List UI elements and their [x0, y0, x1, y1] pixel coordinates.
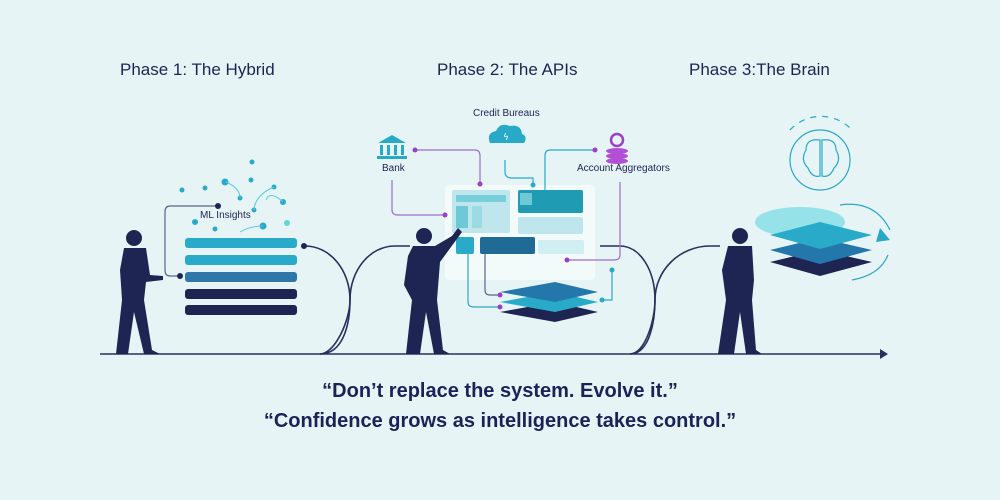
cloud-icon: ϟ: [488, 124, 526, 143]
api-connectors: [391, 149, 621, 308]
person-phase1-silhouette: [116, 230, 163, 354]
phase3-title: Phase 3:The Brain: [689, 60, 830, 79]
account-aggregator-icon: [606, 132, 628, 164]
api-dashboard: [445, 185, 595, 280]
ml-insights-label: ML Insights: [200, 210, 251, 221]
phase1-data-stack: [185, 238, 297, 315]
bank-label: Bank: [382, 163, 405, 174]
phase2-title: Phase 2: The APIs: [437, 60, 578, 79]
cycle-arrows: [839, 203, 891, 281]
phase1-connector: [164, 205, 218, 277]
bank-icon: [377, 135, 407, 159]
phase2-data-stack: [500, 282, 598, 322]
credit-bureaus-label: Credit Bureaus: [473, 108, 540, 119]
quote-confidence: “Confidence grows as intelligence takes …: [263, 410, 737, 432]
phase1-title: Phase 1: The Hybrid: [120, 60, 275, 79]
svg-text:ϟ: ϟ: [503, 133, 509, 143]
quote-evolve: “Don’t replace the system. Evolve it.”: [322, 380, 678, 402]
person-phase3-silhouette: [718, 228, 762, 354]
brain-icon: [789, 115, 851, 191]
timeline-arrowhead: [880, 349, 888, 359]
person-phase2-silhouette: [404, 228, 462, 354]
account-aggregators-label: Account Aggregators: [577, 163, 670, 174]
ai-data-stack: [755, 207, 872, 276]
